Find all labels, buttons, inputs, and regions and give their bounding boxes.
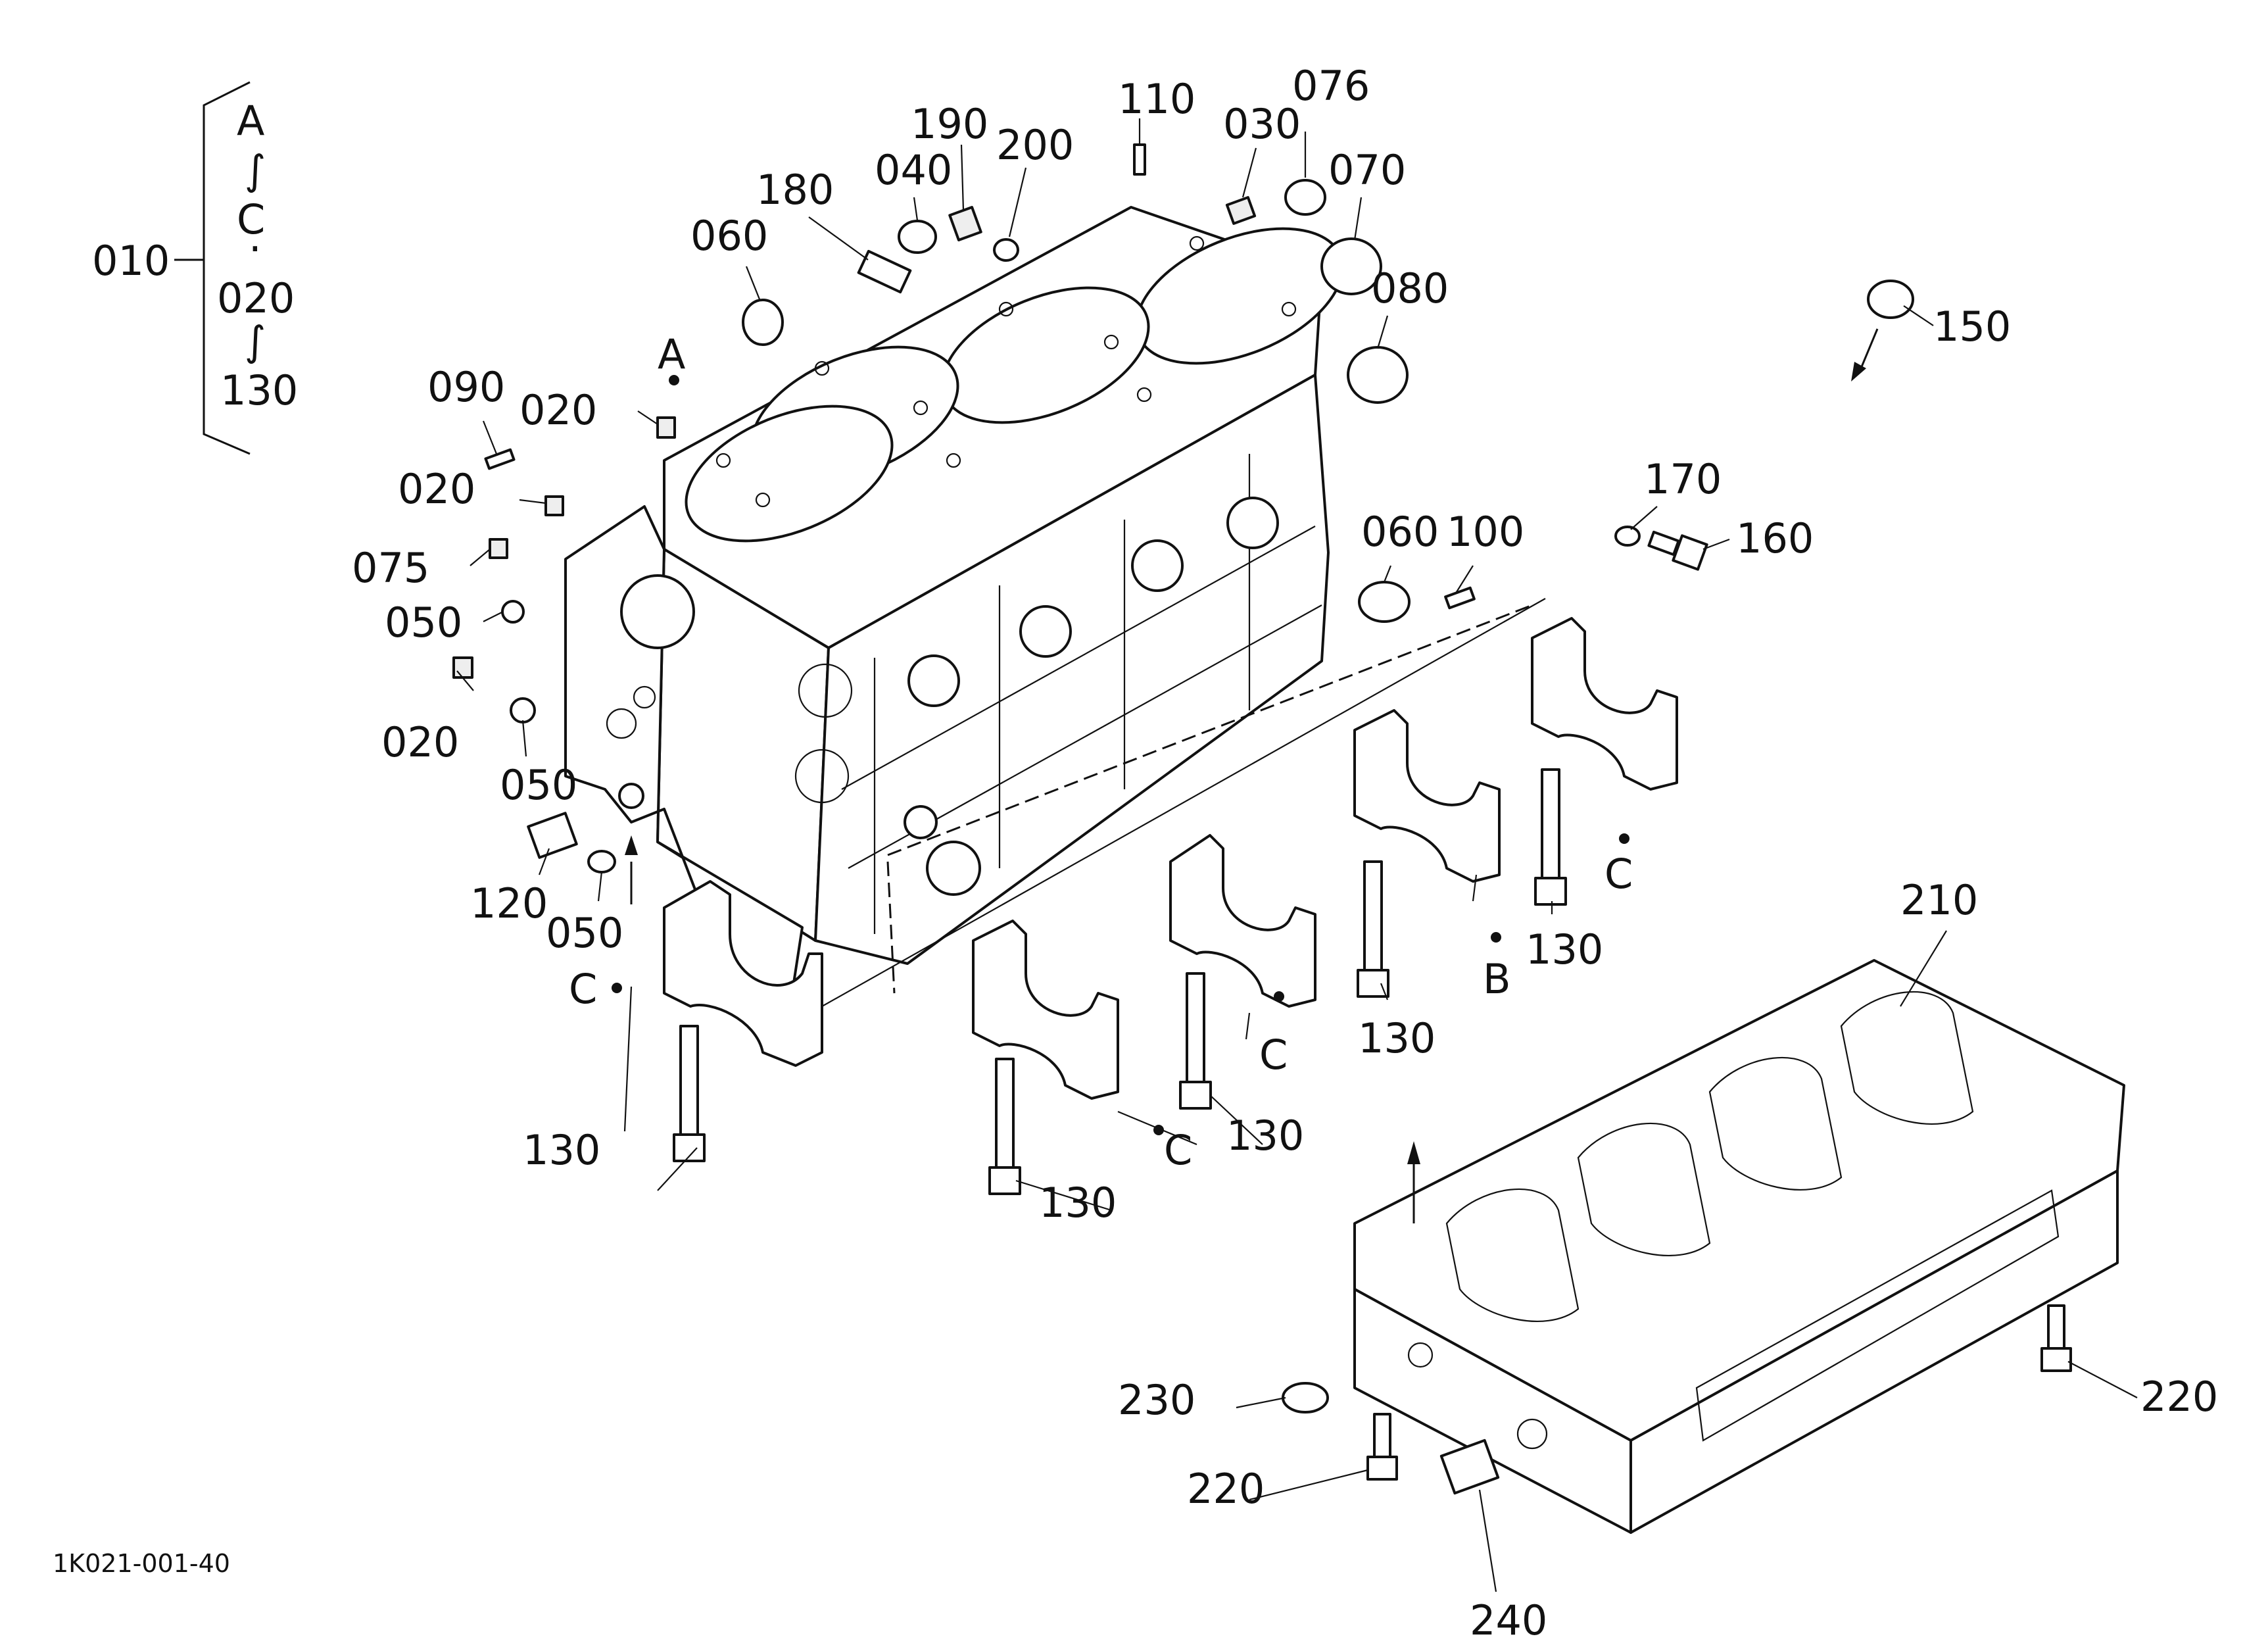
callout-110: 110 (1118, 75, 1195, 123)
bracket-line-3: C (237, 195, 265, 243)
callout-240: 240 (1470, 1596, 1547, 1644)
callout-230: 230 (1118, 1376, 1195, 1424)
callout-220-left: 220 (1187, 1465, 1265, 1513)
bearing-cap-rear (1531, 617, 1678, 791)
callout-090: 090 (427, 363, 505, 411)
callout-080: 080 (1371, 264, 1449, 312)
callout-040: 040 (875, 146, 952, 194)
callout-labels: 110 076 030 190 200 070 040 180 080 060 … (352, 62, 2218, 1644)
bracket-line-1: A (237, 97, 264, 145)
callout-200: 200 (996, 121, 1074, 169)
callout-210: 210 (1900, 876, 1978, 924)
bracket-line-2: ∫ (245, 146, 266, 194)
bracket-line-6: ∫ (245, 317, 266, 365)
callout-130-rear: 130 (1526, 925, 1603, 973)
bearing-cap-2 (972, 920, 1119, 1100)
callout-020-low: 020 (381, 718, 459, 766)
callout-C-rear: C (1604, 850, 1633, 898)
small-parts (452, 143, 2072, 1495)
callout-130-2: 130 (1039, 1179, 1117, 1227)
cylinder-block (564, 206, 1344, 1014)
callout-070: 070 (1328, 146, 1406, 194)
bearing-cap-4 (1353, 709, 1501, 883)
callout-050-b: 050 (500, 761, 577, 809)
callout-220-right: 220 (2140, 1373, 2218, 1421)
callout-076: 076 (1292, 62, 1370, 110)
callout-B: B (1483, 955, 1511, 1003)
document-code: 1K021-001-40 (53, 1549, 230, 1578)
callout-130-4: 130 (1358, 1014, 1436, 1062)
callout-C-3: C (1259, 1031, 1288, 1079)
bracket-line-7: 130 (220, 366, 298, 414)
bearing-cap-front (663, 880, 823, 1067)
reference-dots (612, 375, 1629, 1135)
callout-190: 190 (911, 100, 988, 148)
callout-030: 030 (1223, 100, 1301, 148)
callout-120: 120 (470, 879, 548, 927)
bracket-ref: 010 (92, 237, 170, 285)
callout-160: 160 (1736, 514, 1814, 562)
callout-A: A (658, 330, 685, 378)
bracket-line-4: · (249, 225, 262, 273)
callout-020-top: 020 (519, 386, 597, 434)
callout-170: 170 (1644, 455, 1722, 503)
leader-lines (456, 118, 2138, 1592)
callout-130-front: 130 (523, 1126, 600, 1174)
crankcase-lower (1353, 959, 2125, 1534)
callout-180: 180 (756, 166, 834, 214)
callout-150: 150 (1933, 303, 2011, 351)
callout-C-front: C (569, 965, 597, 1013)
callout-060-lower: 060 (1361, 508, 1439, 556)
bracket-line-5: 020 (217, 274, 295, 322)
callout-050-a: 050 (385, 599, 462, 647)
callout-130-3: 130 (1226, 1112, 1304, 1160)
bearing-cap-3 (1169, 834, 1316, 1008)
callout-075: 075 (352, 544, 429, 592)
callout-020-mid: 020 (398, 465, 475, 513)
callout-100: 100 (1447, 508, 1524, 556)
cap-bolts (673, 768, 1567, 1195)
callout-050-c: 050 (546, 909, 623, 957)
callout-C-2: C (1164, 1126, 1192, 1174)
callout-060-upper: 060 (690, 212, 768, 260)
assembly-bracket-010: 010 A ∫ C · 020 ∫ 130 (92, 81, 298, 455)
